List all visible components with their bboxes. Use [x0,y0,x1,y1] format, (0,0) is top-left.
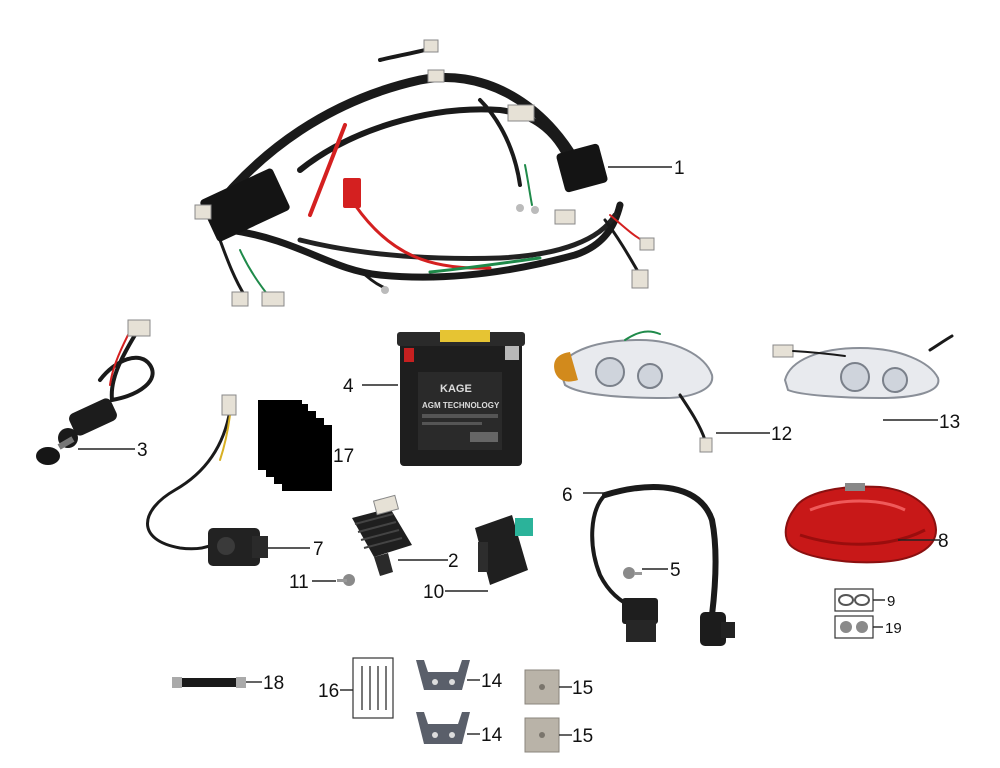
plate-lower [524,717,560,753]
regulator-rectifier [352,494,412,576]
turn-signal-right [772,334,954,400]
callout-15b: 15 [572,726,593,747]
nuts-box [834,615,874,639]
callout-11: 11 [289,572,309,593]
callout-4: 4 [343,376,354,397]
plate-upper [524,669,560,705]
battery: KAGE AGM TECHNOLOGY [397,330,525,466]
callout-18: 18 [263,673,284,694]
bracket-upper [416,660,470,690]
callout-15a: 15 [572,678,593,699]
bracket-lower [416,712,470,744]
callout-16: 16 [318,681,339,702]
pins-box [352,657,394,719]
ignition-coil [590,484,735,646]
sensor-with-lead [146,394,268,566]
screw-5 [623,567,642,579]
callout-3: 3 [137,440,148,461]
callout-10: 10 [423,582,444,603]
strap [172,677,246,688]
callout-8: 8 [938,531,949,552]
washers-box [834,588,874,612]
ignition-switch [36,319,155,465]
tail-light [784,483,938,564]
callout-5: 5 [670,560,681,581]
cdi-unit [475,515,533,585]
callout-19: 19 [885,620,902,637]
callout-1: 1 [674,158,685,179]
callout-6: 6 [562,485,573,506]
callout-7: 7 [313,539,324,560]
callout-17: 17 [333,446,354,467]
callout-14b: 14 [481,725,503,746]
turn-signal-left [554,330,714,453]
callout-12: 12 [771,424,792,445]
callout-13: 13 [939,412,960,433]
stacked-sheets [258,400,332,491]
callout-14a: 14 [481,671,503,692]
callout-9: 9 [887,593,895,610]
battery-brand-text: KAGE [440,383,472,395]
callout-2: 2 [448,551,459,572]
battery-tech-text: AGM TECHNOLOGY [422,401,500,410]
wiring-harness [194,39,655,307]
screw-11 [337,574,355,586]
